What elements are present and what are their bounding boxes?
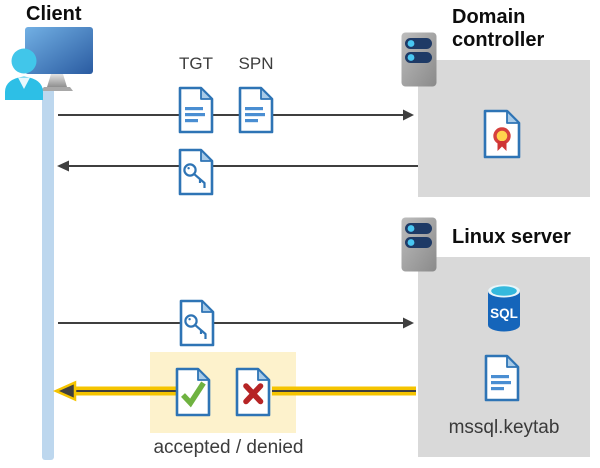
client-label: Client xyxy=(26,3,82,25)
key-ticket-document-icon xyxy=(178,148,214,196)
keytab-label: mssql.keytab xyxy=(448,417,560,438)
spn-document-icon xyxy=(238,86,274,134)
spn-label: SPN xyxy=(238,54,274,73)
tgt-label: TGT xyxy=(179,54,213,73)
monitor-icon xyxy=(25,27,93,74)
arrowhead-left-icon xyxy=(57,160,69,172)
accepted-denied-label: accepted / denied xyxy=(153,437,304,458)
tgt-document-icon xyxy=(178,86,214,134)
result-highlight-box xyxy=(150,352,296,433)
domain-controller-label: Domain controller xyxy=(452,6,545,51)
keytab-document-icon xyxy=(484,354,520,402)
client-timeline-bar xyxy=(42,87,54,460)
arrowhead-left-highlighted-icon xyxy=(52,380,77,402)
arrowhead-right-icon xyxy=(403,109,414,121)
accepted-document-icon xyxy=(175,367,211,417)
client-computer-user-icon xyxy=(5,27,93,100)
key-ticket-document-icon xyxy=(179,299,215,347)
domain-controller-server-icon xyxy=(401,32,437,87)
sql-database-icon: SQL xyxy=(488,284,520,332)
key-icon xyxy=(183,163,206,188)
linux-server-label: Linux server xyxy=(452,226,571,248)
linux-server-icon xyxy=(401,217,437,272)
certificate-document-icon xyxy=(483,109,521,159)
monitor-stand-icon xyxy=(47,74,67,87)
certificate-seal-icon xyxy=(493,127,511,151)
sql-text: SQL xyxy=(490,306,518,321)
monitor-base-icon xyxy=(41,87,73,91)
arrow-dc-to-client xyxy=(57,160,418,172)
person-icon xyxy=(5,48,43,100)
denied-document-icon xyxy=(235,367,271,417)
key-icon xyxy=(184,314,207,339)
arrow-client-to-linux xyxy=(58,317,414,329)
arrowhead-right-icon xyxy=(403,317,414,329)
